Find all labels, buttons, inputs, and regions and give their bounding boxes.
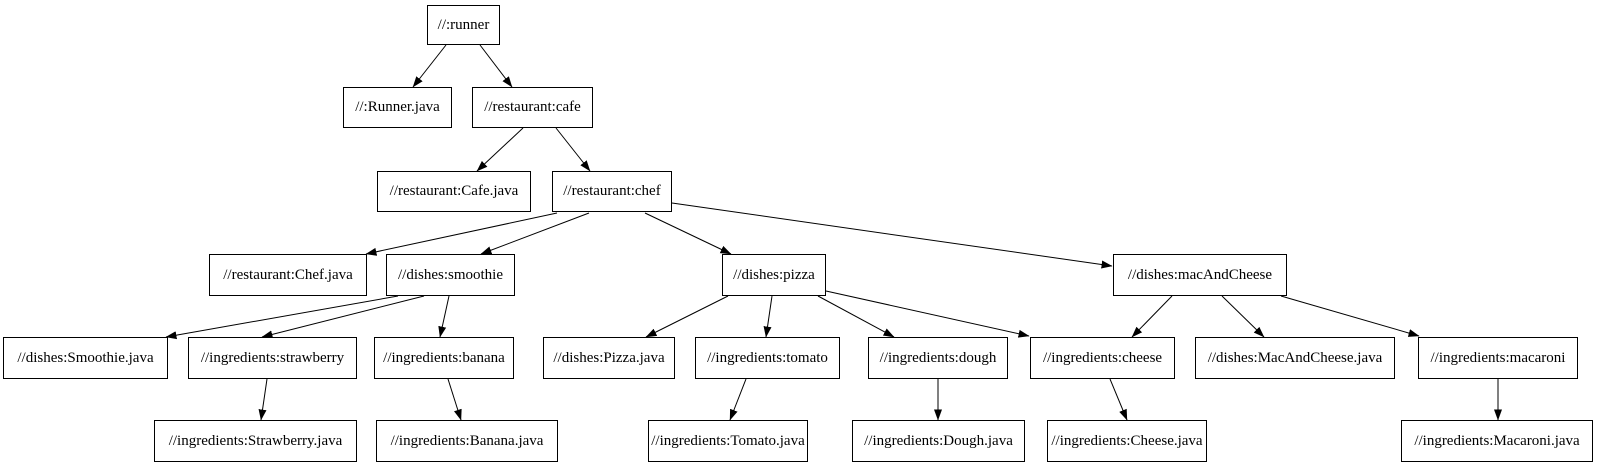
node-smoothie: //dishes:smoothie — [386, 254, 515, 296]
node-label: //ingredients:Macaroni.java — [1414, 432, 1580, 449]
node-banana_java: //ingredients:Banana.java — [376, 420, 558, 462]
node-dough_java: //ingredients:Dough.java — [852, 420, 1025, 462]
node-smoothie_java: //dishes:Smoothie.java — [3, 337, 168, 379]
edge-macandcheese-to-macaroni — [1280, 295, 1420, 337]
node-macandcheese_java: //dishes:MacAndCheese.java — [1195, 337, 1395, 379]
edge-smoothie-to-banana — [438, 295, 450, 338]
edge-cheese-to-cheese_java — [1109, 378, 1128, 421]
node-strawberry_java: //ingredients:Strawberry.java — [154, 420, 357, 462]
node-pizza: //dishes:pizza — [722, 254, 826, 296]
node-pizza_java: //dishes:Pizza.java — [543, 337, 675, 379]
edge-chef-to-macandcheese — [671, 202, 1113, 269]
node-label: //:runner — [437, 16, 490, 33]
node-label: //ingredients:Strawberry.java — [168, 432, 343, 449]
node-label: //restaurant:chef — [563, 183, 661, 199]
edge-cafe-to-cafe_java — [476, 127, 524, 172]
edge-strawberry-to-strawberry_java — [258, 378, 268, 421]
node-label: //ingredients:strawberry — [200, 349, 345, 366]
node-macaroni_java: //ingredients:Macaroni.java — [1401, 420, 1593, 462]
node-strawberry: //ingredients:strawberry — [188, 337, 357, 379]
edge-chef-to-chef_java — [365, 212, 558, 256]
node-cheese: //ingredients:cheese — [1030, 337, 1175, 379]
node-label: //:Runner.java — [355, 99, 440, 115]
node-label: //restaurant:cafe — [484, 99, 581, 115]
node-macaroni: //ingredients:macaroni — [1418, 337, 1578, 379]
node-label: //dishes:pizza — [733, 266, 815, 283]
node-macandcheese: //dishes:macAndCheese — [1113, 254, 1287, 296]
node-label: //ingredients:macaroni — [1430, 349, 1566, 366]
edge-smoothie-to-smoothie_java — [165, 295, 399, 340]
edge-smoothie-to-strawberry — [261, 295, 425, 339]
node-label: //ingredients:Banana.java — [390, 432, 544, 449]
node-label: //dishes:Smoothie.java — [17, 349, 154, 366]
node-label: //ingredients:banana — [383, 349, 505, 366]
edge-runner-to-runner_java — [412, 44, 447, 88]
node-cheese_java: //ingredients:Cheese.java — [1047, 420, 1207, 462]
node-label: //restaurant:Cafe.java — [389, 183, 519, 199]
edge-pizza-to-dough — [817, 295, 895, 338]
node-label: //ingredients:Tomato.java — [651, 432, 805, 449]
node-label: //ingredients:cheese — [1042, 349, 1163, 366]
node-runner_java: //:Runner.java — [343, 87, 452, 128]
edge-runner-to-cafe — [479, 44, 513, 88]
node-chef: //restaurant:chef — [552, 171, 672, 212]
node-label: //dishes:Pizza.java — [553, 349, 665, 366]
node-cafe: //restaurant:cafe — [472, 87, 593, 128]
node-label: //dishes:macAndCheese — [1127, 266, 1273, 283]
node-label: //dishes:MacAndCheese.java — [1207, 349, 1383, 366]
node-tomato: //ingredients:tomato — [695, 337, 840, 379]
edge-chef-to-smoothie — [480, 212, 590, 255]
node-banana: //ingredients:banana — [374, 337, 514, 379]
node-label: //ingredients:tomato — [707, 349, 828, 366]
node-label: //ingredients:Cheese.java — [1051, 432, 1203, 449]
edge-pizza-to-tomato — [763, 295, 773, 338]
node-runner: //:runner — [427, 5, 500, 45]
edge-banana-to-banana_java — [447, 378, 462, 421]
edge-macandcheese-to-cheese — [1131, 295, 1173, 338]
edge-macandcheese-to-macandcheese_java — [1221, 295, 1265, 338]
node-chef_java: //restaurant:Chef.java — [209, 254, 367, 296]
node-dough: //ingredients:dough — [868, 337, 1008, 379]
edge-chef-to-pizza — [644, 212, 732, 255]
node-label: //ingredients:dough — [879, 349, 997, 366]
node-cafe_java: //restaurant:Cafe.java — [377, 171, 531, 212]
edge-pizza-to-cheese — [825, 290, 1030, 338]
node-label: //ingredients:Dough.java — [864, 432, 1013, 449]
node-label: //restaurant:Chef.java — [223, 266, 353, 283]
node-tomato_java: //ingredients:Tomato.java — [648, 420, 808, 462]
node-label: //dishes:smoothie — [398, 266, 503, 283]
edge-cafe-to-chef — [555, 127, 591, 172]
edge-tomato-to-tomato_java — [729, 378, 747, 421]
edge-pizza-to-pizza_java — [645, 295, 729, 338]
